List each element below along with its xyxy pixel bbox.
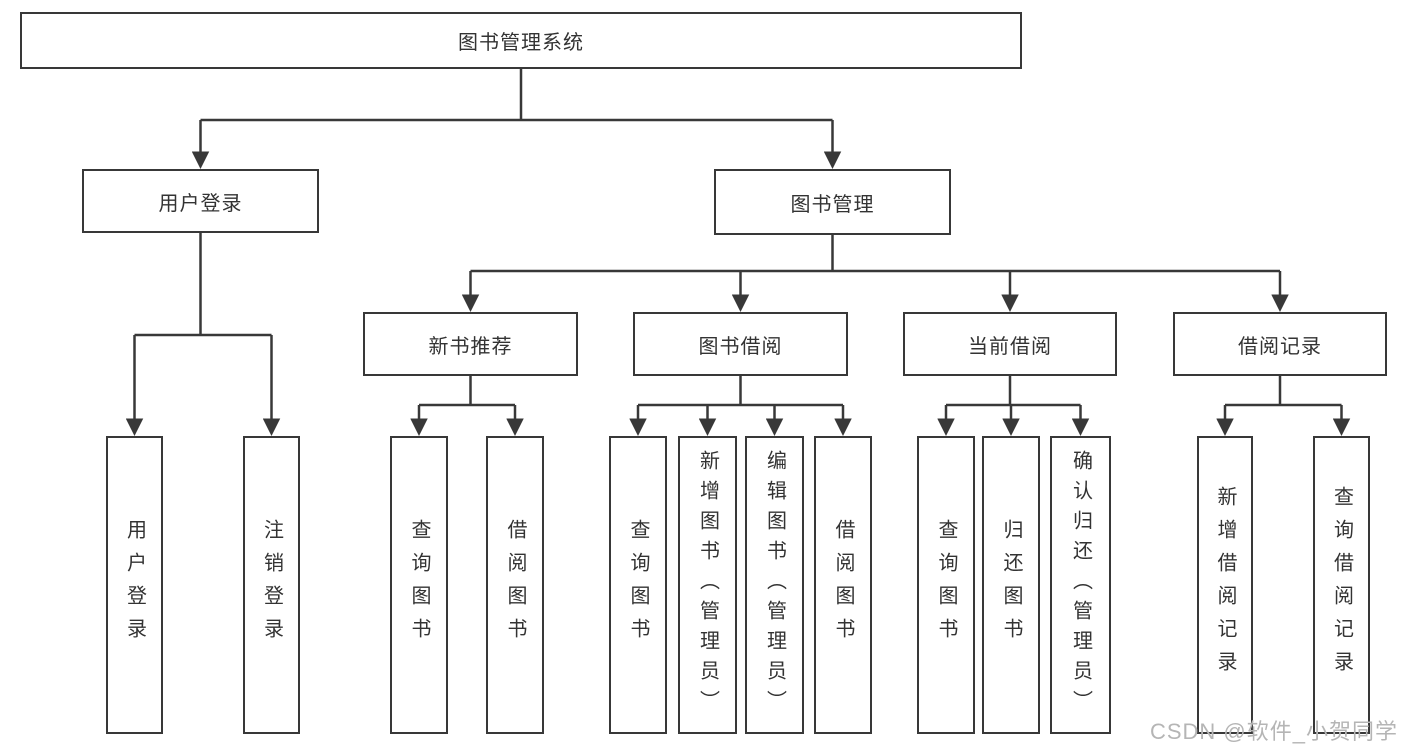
node-borrow-records: 借阅记录 <box>1173 312 1387 376</box>
leaf-records-add-record: 新增借阅记录 <box>1197 436 1253 734</box>
node-label: 确认归还（管理员） <box>1069 450 1092 720</box>
connector <box>134 69 1342 407</box>
node-label: 借阅图书 <box>504 519 526 651</box>
node-label: 图书管理系统 <box>458 32 584 54</box>
leaf-user-login: 用户登录 <box>106 436 163 734</box>
leaf-logout: 注销登录 <box>243 436 300 734</box>
leaf-newbook-query-books: 查询图书 <box>390 436 448 734</box>
leaf-borrow-borrow-books: 借阅图书 <box>814 436 872 734</box>
node-label: 当前借阅 <box>968 335 1052 358</box>
node-new-book-recommend: 新书推荐 <box>363 312 578 376</box>
node-label: 查询借阅记录 <box>1330 486 1353 684</box>
node-book-borrowing: 图书借阅 <box>633 312 848 376</box>
node-user-login: 用户登录 <box>82 169 319 233</box>
node-label: 图书借阅 <box>698 335 783 358</box>
node-label: 借阅记录 <box>1238 335 1322 358</box>
node-label: 注销登录 <box>260 519 283 651</box>
leaf-current-return-books: 归还图书 <box>982 436 1040 734</box>
node-label: 新书推荐 <box>428 335 513 358</box>
leaf-borrow-add-books-admin: 新增图书（管理员） <box>678 436 737 734</box>
node-label: 新增图书（管理员） <box>696 450 719 720</box>
node-label: 借阅图书 <box>832 519 854 651</box>
csdn-watermark: CSDN @软件_小贺同学 <box>1149 719 1398 744</box>
node-label: 归还图书 <box>1000 519 1022 651</box>
node-label: 查询图书 <box>627 519 649 651</box>
node-label: 新增借阅记录 <box>1214 486 1236 684</box>
node-label: 编辑图书（管理员） <box>763 450 786 720</box>
leaf-borrow-query-books: 查询图书 <box>609 436 667 734</box>
node-book-management: 图书管理 <box>714 169 951 235</box>
leaf-newbook-borrow-books: 借阅图书 <box>486 436 544 734</box>
node-current-borrowing: 当前借阅 <box>903 312 1117 376</box>
leaf-current-confirm-return-admin: 确认归还（管理员） <box>1050 436 1111 734</box>
node-label: 查询图书 <box>408 519 430 651</box>
node-label: 图书管理 <box>790 193 875 216</box>
leaf-borrow-edit-books-admin: 编辑图书（管理员） <box>745 436 804 734</box>
leaf-current-query-books: 查询图书 <box>917 436 975 734</box>
node-system-root: 图书管理系统 <box>20 12 1022 69</box>
node-label: 用户登录 <box>158 192 243 215</box>
leaf-records-query-record: 查询借阅记录 <box>1313 436 1370 734</box>
node-label: 用户登录 <box>123 519 146 651</box>
node-label: 查询图书 <box>935 519 957 651</box>
